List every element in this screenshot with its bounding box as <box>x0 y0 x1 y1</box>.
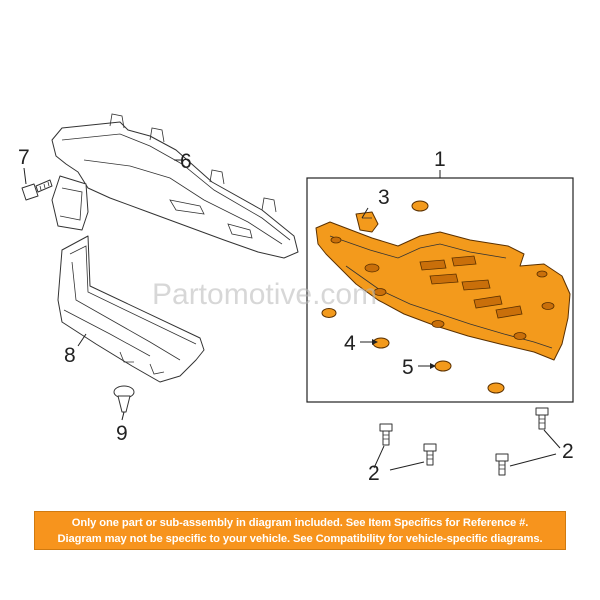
part-6-radiator-support-bracket <box>51 113 299 259</box>
callout-6: 6 <box>180 150 192 173</box>
part-9-push-clip <box>113 385 135 413</box>
part-8-air-deflector <box>57 235 205 383</box>
disclaimer-banner: Only one part or sub-assembly in diagram… <box>34 511 566 550</box>
callout-8: 8 <box>64 344 76 367</box>
disclaimer-line-2: Diagram may not be specific to your vehi… <box>57 533 543 545</box>
bolt <box>495 453 509 476</box>
part-3-clip <box>355 211 379 233</box>
watermark-text: Partomotive.com <box>152 278 377 311</box>
callout-2-right: 2 <box>562 440 574 463</box>
grommet <box>487 382 505 394</box>
callout-4: 4 <box>344 332 356 355</box>
part-7-bolt <box>21 179 53 201</box>
callout-9: 9 <box>116 422 128 445</box>
callout-7: 7 <box>18 146 30 169</box>
part-1-splash-shield <box>315 221 571 361</box>
part-2-bolts <box>379 407 549 476</box>
grommet <box>321 308 337 318</box>
bolt <box>423 443 437 466</box>
bolt <box>535 407 549 430</box>
callout-1: 1 <box>434 148 446 171</box>
bolt <box>379 423 393 446</box>
callout-2-left: 2 <box>368 462 380 485</box>
callout-3: 3 <box>378 186 390 209</box>
leader-lines <box>23 159 561 471</box>
disclaimer-line-1: Only one part or sub-assembly in diagram… <box>71 517 529 529</box>
grommet-5 <box>434 360 452 372</box>
callout-5: 5 <box>402 356 414 379</box>
grommet <box>411 200 429 212</box>
